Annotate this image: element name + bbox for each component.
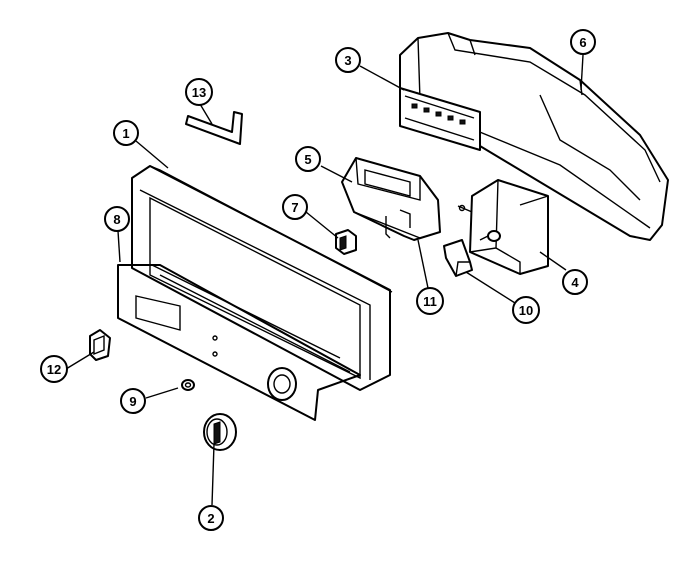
callout-9: 9 — [120, 388, 146, 414]
part-7-push-button — [335, 229, 357, 255]
callout-label-13: 13 — [192, 85, 206, 100]
callout-2: 2 — [198, 505, 224, 531]
callout-12: 12 — [40, 355, 68, 383]
part-8-panel-overlay — [117, 264, 361, 421]
callout-6: 6 — [570, 29, 596, 55]
callout-8: 8 — [104, 206, 130, 232]
callout-label-4: 4 — [571, 275, 579, 290]
part-4-timer-motor — [457, 179, 549, 275]
callout-10: 10 — [512, 296, 540, 324]
callout-label-2: 2 — [207, 511, 214, 526]
callout-13: 13 — [185, 78, 213, 106]
part-13-angle-bracket — [185, 111, 243, 145]
callout-4: 4 — [562, 269, 588, 295]
callout-label-6: 6 — [579, 35, 586, 50]
part-5-switch-assembly — [341, 157, 441, 241]
callout-label-10: 10 — [519, 303, 533, 318]
leader-lines — [65, 54, 584, 506]
part-2-knob — [203, 413, 237, 451]
callout-7: 7 — [282, 194, 308, 220]
callout-label-11: 11 — [423, 294, 437, 309]
callout-label-3: 3 — [344, 53, 351, 68]
callout-label-8: 8 — [113, 212, 120, 227]
callout-label-7: 7 — [291, 200, 298, 215]
callout-3: 3 — [335, 47, 361, 73]
callout-label-5: 5 — [304, 152, 311, 167]
part-3-control-board — [399, 87, 481, 151]
part-12-button-cap — [89, 329, 111, 361]
callout-label-12: 12 — [47, 362, 61, 377]
part-9-indicator-lens — [181, 379, 195, 391]
callout-label-9: 9 — [129, 394, 136, 409]
callout-label-1: 1 — [122, 126, 129, 141]
callout-1: 1 — [113, 120, 139, 146]
part-10-microswitch — [443, 239, 473, 277]
callout-11: 11 — [416, 287, 444, 315]
callout-5: 5 — [295, 146, 321, 172]
part-1-console-panel — [131, 165, 393, 391]
